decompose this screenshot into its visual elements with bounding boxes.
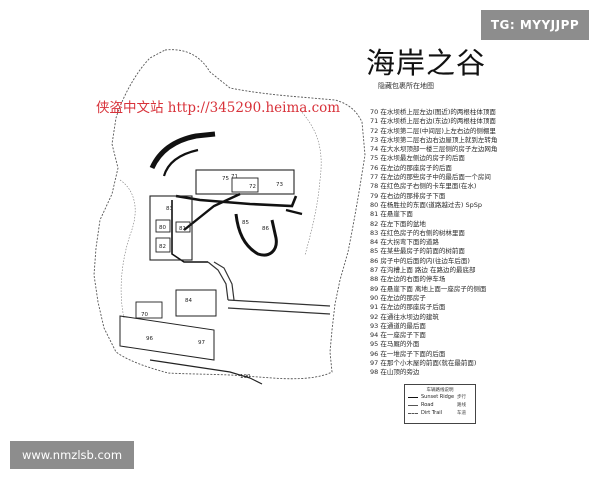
legend-item: 85 在某些最房子的前面的树前面 <box>370 247 465 256</box>
block-80 <box>155 219 171 233</box>
route-key-note: 车道 <box>457 411 466 416</box>
source-watermark: 侠盗中文站 http://345290.heima.com <box>96 100 341 116</box>
road-diagonal <box>183 192 241 231</box>
route-key-label: Dirt Trail <box>421 410 443 416</box>
road-east-short <box>285 208 303 216</box>
legend-item: 77 在左边的那些房子中的最后面一个房间 <box>370 173 491 182</box>
map-label-73: 73 <box>276 182 283 188</box>
route-key-note: 路线 <box>457 403 466 408</box>
legend-item: 89 在悬崖下面 离地上面一座房子的侧面 <box>370 284 487 293</box>
runway-strip <box>149 359 263 385</box>
telegram-badge: TG: MYYJJPP <box>481 10 589 40</box>
road-east-loop <box>234 213 278 257</box>
legend-item: 90 在左边的那房子 <box>370 293 426 302</box>
map-label-80: 80 <box>159 225 166 231</box>
block-82 <box>155 237 171 253</box>
map-label-72: 72 <box>249 184 256 190</box>
map-label-96: 96 <box>146 336 153 342</box>
legend-item: 92 在通往水坝边的建筑 <box>370 312 439 321</box>
map-label-70: 70 <box>141 312 148 318</box>
legend-item: 80 在杨胜拉的东面(道路越过去) SpSp <box>370 200 482 209</box>
route-key: 车辆路线说明 Sunset Ridge 步行 Road 路线 Dirt Trai… <box>404 384 476 424</box>
route-line-icon <box>408 412 418 414</box>
map-title: 海岸之谷 <box>366 46 487 80</box>
map-label-97: 97 <box>198 340 205 346</box>
reservoir-block <box>231 177 259 193</box>
road-link <box>207 261 229 301</box>
inner-contour-west <box>119 179 136 319</box>
route-line-icon <box>408 396 418 398</box>
legend-item: 76 在左边的那座房子的后面 <box>370 163 452 172</box>
map-subtitle: 隐藏包裹所在地图 <box>378 82 434 90</box>
legend-item: 72 在水坝第二层(中间层)上左右边的侧棚里 <box>370 126 496 135</box>
dam-wall <box>149 131 216 170</box>
legend-item: 71 在水坝桥上层右边(东边)的两根柱体顶面 <box>370 117 496 126</box>
reservoir-building <box>195 169 295 195</box>
legend-item: 74 在大水坝顶部一楼三层侧的房子左边网角 <box>370 145 498 154</box>
legend-item: 88 在左边的右面的停车场 <box>370 275 446 284</box>
legend-item: 94 在一座房子下面 <box>370 331 426 340</box>
legend-item: 82 在左下面的盆地 <box>370 219 426 228</box>
lower-building <box>135 301 163 319</box>
map-label-83: 83 <box>166 206 173 212</box>
map-label-84: 84 <box>185 298 192 304</box>
compound-west <box>149 195 193 261</box>
lower-compound <box>175 289 217 317</box>
map-label-81: 81 <box>179 226 186 232</box>
road-west-spine <box>171 200 208 263</box>
legend-item: 70 在水坝桥上层左边(图近)的两根柱体顶面 <box>370 108 496 116</box>
legend-item: 75 在水坝最左侧边的房子的后面 <box>370 154 465 163</box>
legend-item: 83 在红色房子的右侧的树林里面 <box>370 228 465 237</box>
legend-item: 96 在一堆房子下面的后面 <box>370 349 446 358</box>
legend-item: 81 在悬崖下面 <box>370 210 413 219</box>
road-south-east <box>227 299 331 307</box>
map-label-100: 100 <box>240 374 251 380</box>
map-label-86: 86 <box>262 226 269 232</box>
map-label-71: 71 <box>231 174 238 180</box>
route-key-heading: 车辆路线说明 <box>426 388 454 393</box>
legend-item: 98 在山顶的旁边 <box>370 368 420 377</box>
map-label-85: 85 <box>242 220 249 226</box>
route-key-note: 步行 <box>457 395 466 400</box>
inner-contour-east <box>299 109 322 256</box>
map-label-82: 82 <box>159 244 166 250</box>
site-watermark-badge: www.nmzlsb.com <box>10 441 134 469</box>
legend-item: 86 房子中的后面的内(往边车后面) <box>370 256 470 265</box>
legend-item: 87 在沟槽上面 路边 在路边的最底部 <box>370 266 476 275</box>
legend-item: 97 在那个小木屋的前面(就在最前面) <box>370 359 477 368</box>
route-key-row: Sunset Ridge 步行 <box>405 393 475 401</box>
legend-list: 70 在水坝桥上层左边(图近)的两根柱体顶面 71 在水坝桥上层右边(东边)的两… <box>370 108 592 378</box>
map-label-75: 75 <box>222 176 229 182</box>
legend-item: 73 在水坝第二层右边右边屋顶上就到左转角 <box>370 135 498 144</box>
road-link-2 <box>213 261 235 301</box>
road-south-east-2 <box>227 307 331 315</box>
dam-curve-inner <box>162 148 199 177</box>
block-81 <box>175 221 191 233</box>
runway-left <box>119 315 215 361</box>
route-key-row: Road 路线 <box>405 401 475 409</box>
terrain-outline <box>93 49 366 380</box>
legend-item: 78 在红色房子右侧的卡车里面(在水) <box>370 182 477 191</box>
route-line-icon <box>408 404 418 406</box>
legend-item: 79 在右边的那排房子下面 <box>370 191 446 200</box>
route-key-label: Road <box>421 402 434 408</box>
road-north <box>175 194 298 208</box>
legend-item: 95 在马厩的外面 <box>370 340 420 349</box>
route-key-label: Sunset Ridge <box>421 394 455 400</box>
route-key-row: Dirt Trail 车道 <box>405 409 475 417</box>
legend-item: 84 在大拐弯下面的道路 <box>370 238 439 247</box>
legend-item: 91 在左边的那座房子后面 <box>370 303 446 312</box>
legend-item: 93 在通道的最后面 <box>370 321 426 330</box>
